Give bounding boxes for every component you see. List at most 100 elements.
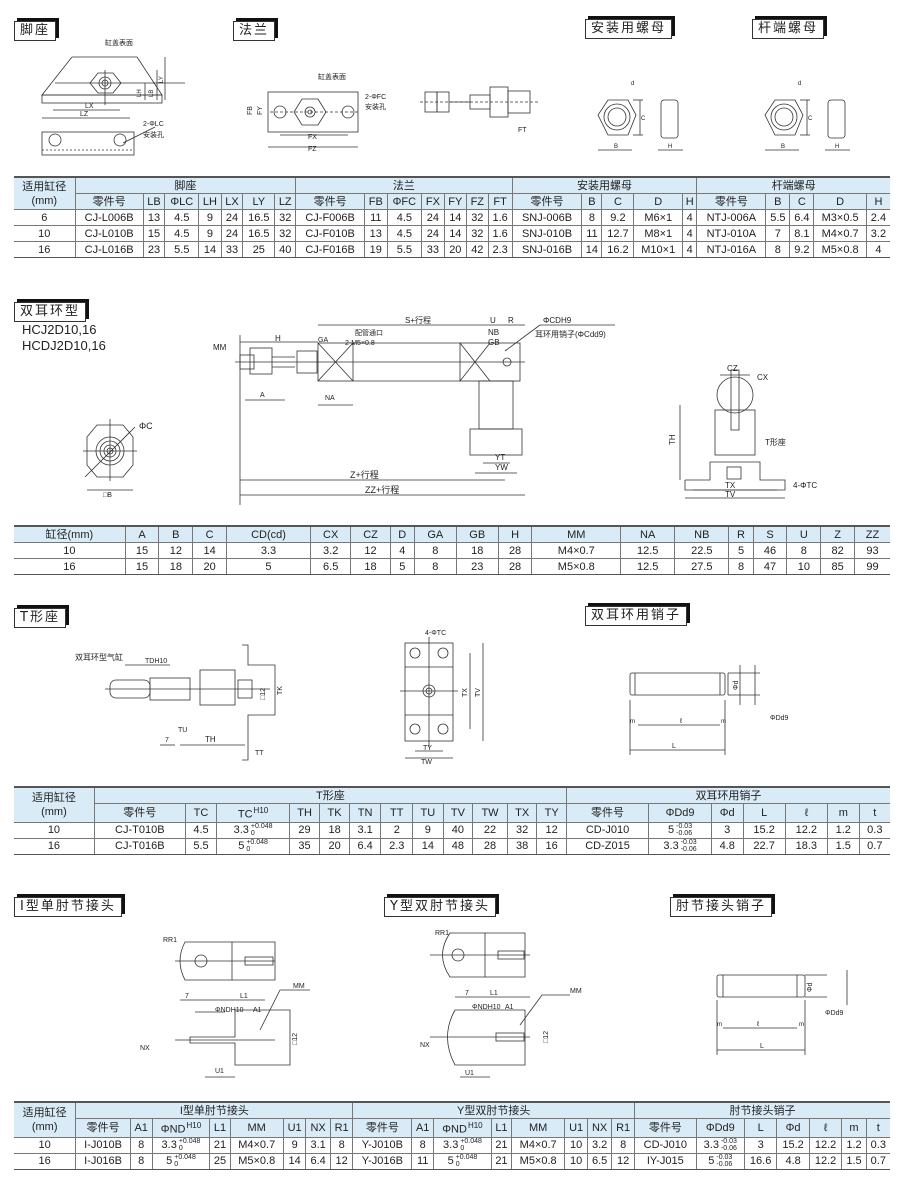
table-cell: 99 <box>854 558 890 575</box>
svg-text:MM: MM <box>570 988 582 995</box>
svg-text:TX: TX <box>462 688 469 697</box>
col-header: MM <box>229 1118 284 1138</box>
table-cell: 0.3 <box>858 821 890 839</box>
svg-text:Φd: Φd <box>733 680 740 690</box>
table-cell: I-J010B <box>75 1136 131 1154</box>
col-header: ΦLC <box>164 193 200 210</box>
col-header: NX <box>586 1118 613 1138</box>
svg-text:CZ: CZ <box>727 364 738 373</box>
t-bracket-side-view: 双耳环型气缸 TDH10 TU 7 TH TT TK □12 <box>75 644 284 761</box>
svg-text:LY: LY <box>159 76 165 83</box>
table-cell: 14 <box>581 241 603 258</box>
table-cell: 12 <box>611 1152 635 1170</box>
table-cell: 1.5 <box>826 837 860 855</box>
table-cell: 14 <box>443 225 468 242</box>
table-cell: 3 <box>743 1136 778 1154</box>
table-cell: 8 <box>765 241 791 258</box>
table-cell: 20 <box>192 558 228 575</box>
svg-text:ΦDd9: ΦDd9 <box>825 1010 844 1017</box>
table-cell: 12.2 <box>808 1152 843 1170</box>
table-cell: 16 <box>14 558 126 575</box>
col-header: D <box>389 525 415 543</box>
svg-text:ℓ: ℓ <box>679 718 683 725</box>
table-cell: 46 <box>752 542 788 559</box>
table-cell: 3.1 <box>305 1136 331 1154</box>
col-header: TU <box>412 803 444 823</box>
svg-text:U1: U1 <box>215 1068 224 1075</box>
table-cell: 4 <box>865 241 890 258</box>
svg-text:B: B <box>614 144 618 150</box>
table-cell: 27.5 <box>674 558 730 575</box>
table-cell: 85 <box>820 558 856 575</box>
table-cell: 5 <box>226 558 311 575</box>
table-cell: 24 <box>220 225 244 242</box>
table-cell: 6.4 <box>789 209 815 226</box>
svg-text:ΦC: ΦC <box>139 421 153 431</box>
svg-text:A1: A1 <box>253 1007 262 1014</box>
col-header: C <box>601 193 635 210</box>
col-header: CD(cd) <box>226 525 311 543</box>
bore-header: 适用缸径(mm) <box>14 1100 77 1138</box>
svg-text:TV: TV <box>725 490 736 499</box>
section-title-rod-nut: 杆端螺母 <box>752 19 825 39</box>
col-header: R <box>728 525 754 543</box>
svg-text:L1: L1 <box>240 993 248 1000</box>
svg-text:LX: LX <box>85 103 94 110</box>
table-cell: 10 <box>14 225 76 242</box>
svg-text:7: 7 <box>465 990 469 997</box>
table-cell: 11 <box>581 225 603 242</box>
svg-text:L: L <box>672 743 676 750</box>
table-cell: 33 <box>421 241 445 258</box>
table-cell: 1.2 <box>826 821 860 839</box>
table-cell: 5.5 <box>765 209 791 226</box>
svg-text:GB: GB <box>488 338 500 347</box>
table-cell: 42 <box>466 241 489 258</box>
table-cell: 1.2 <box>841 1136 867 1154</box>
table-cell: 5 <box>728 542 754 559</box>
table-cell: 18 <box>455 542 499 559</box>
table-cell: 15 <box>124 558 160 575</box>
col-header: ΦDd9 <box>648 803 712 823</box>
col-header: ℓ <box>784 803 828 823</box>
svg-text:TH: TH <box>205 735 216 744</box>
s-stroke-label: S+行程 <box>405 315 431 325</box>
table-cell: 4 <box>389 542 415 559</box>
svg-text:TK: TK <box>277 686 284 695</box>
table-cell: 16 <box>14 241 76 258</box>
table-cell: 32 <box>466 209 489 226</box>
zz-stroke-label: ZZ+行程 <box>365 484 399 495</box>
col-header: TCH10 <box>216 803 290 823</box>
table-cell: 9 <box>412 821 444 839</box>
col-header: L <box>742 803 786 823</box>
table-cell: 15.2 <box>742 821 786 839</box>
table-cell: 47 <box>752 558 788 575</box>
table-cell: 35 <box>288 837 321 855</box>
col-header: FT <box>487 193 513 210</box>
table-cell: M8×1 <box>633 225 683 242</box>
table-cell: 21 <box>490 1152 513 1170</box>
table-cell: 10 <box>564 1136 588 1154</box>
table-cell: 12.7 <box>601 225 635 242</box>
bore-header: 适用缸径(mm) <box>14 785 95 823</box>
table-cell: 16.2 <box>601 241 635 258</box>
col-header: D <box>633 193 683 210</box>
col-header: CZ <box>350 525 391 543</box>
svg-text:TT: TT <box>255 750 264 757</box>
table-cell: 20 <box>319 837 350 855</box>
table-cell: 0.7 <box>858 837 890 855</box>
lc-holes-label: 2-ΦLC <box>143 121 164 128</box>
table-cell: M5×0.8 <box>229 1152 284 1170</box>
table-cell: M10×1 <box>633 241 683 258</box>
svg-text:L: L <box>760 1043 764 1050</box>
svg-text:H: H <box>835 144 839 150</box>
table-cell: 9.2 <box>789 241 815 258</box>
col-header: H <box>865 193 890 210</box>
col-header: GB <box>455 525 499 543</box>
group-clevis-pin: 双耳环用销子 <box>565 786 890 804</box>
col-header: 零件号 <box>352 1118 413 1138</box>
col-header: LY <box>242 193 276 210</box>
table-cell: CJ-L006B <box>74 209 144 226</box>
